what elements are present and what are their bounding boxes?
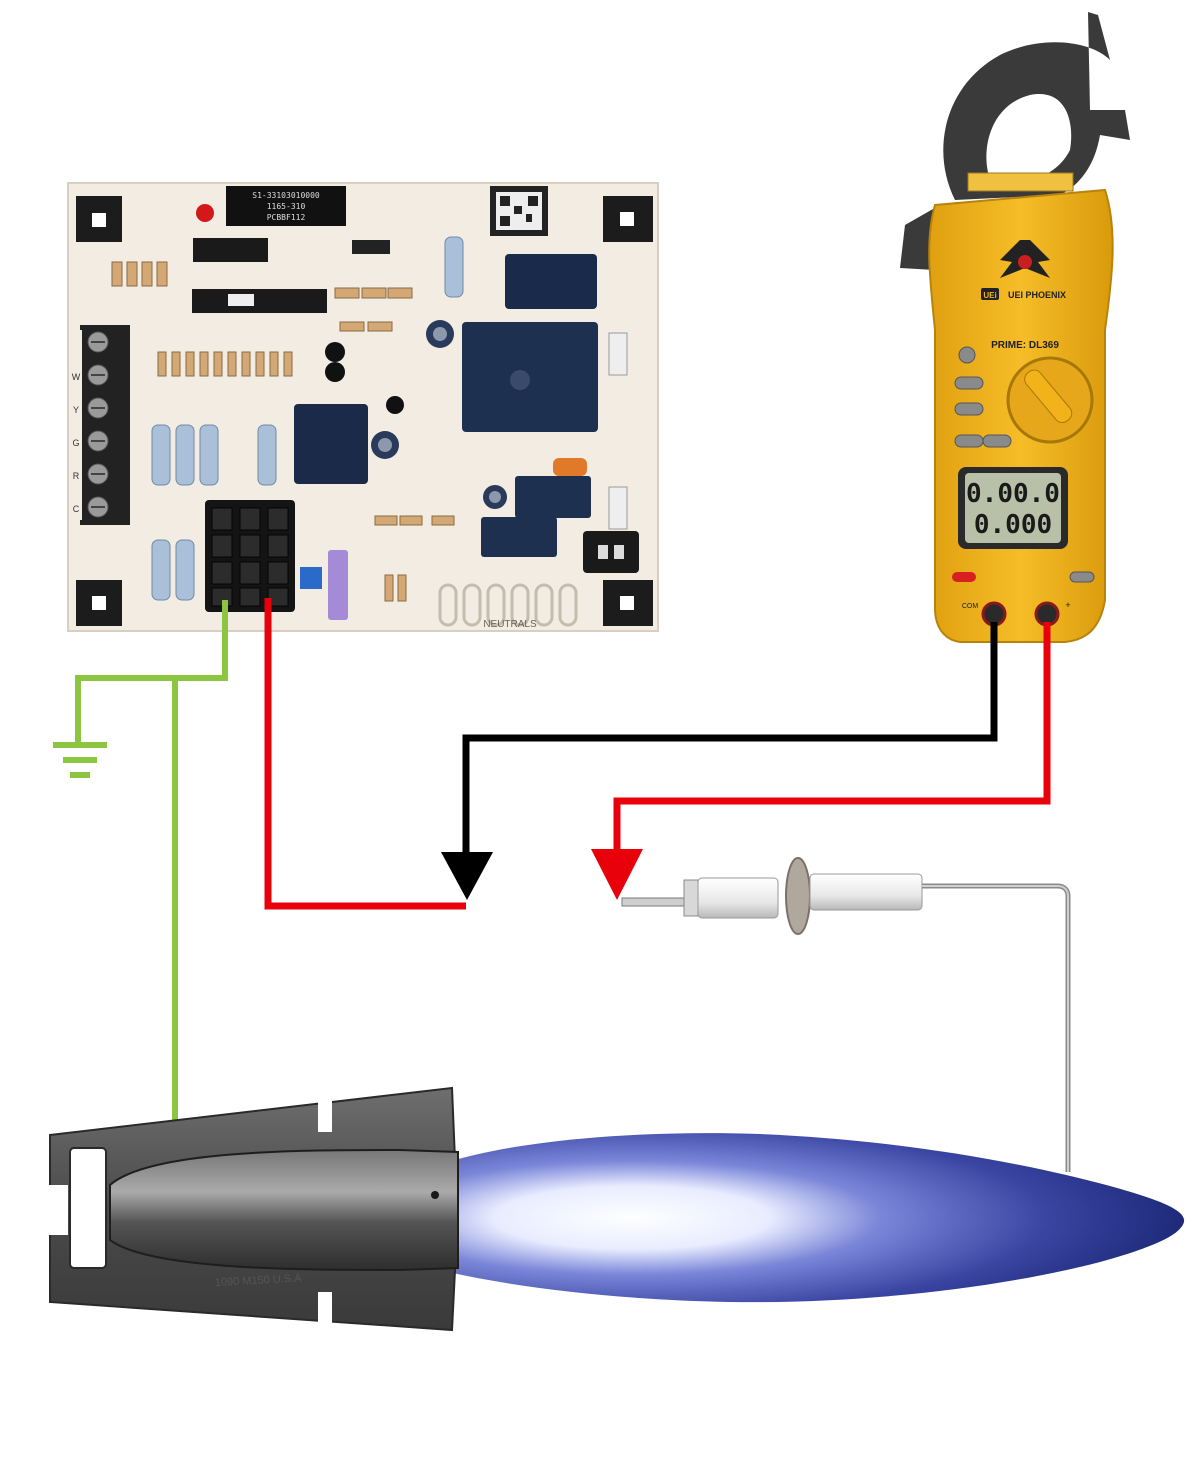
ground-icon [53,742,107,778]
ic-chip-2 [192,289,327,313]
relay-1 [505,254,597,309]
lcd-line2: 0.000 [974,510,1052,540]
control-board: S1-33103010000 1165-310 PCBBF112 [67,182,659,632]
arrow-down-icon [591,849,643,900]
lcd-line1: 0.00.0 [966,479,1060,509]
meter-jacks: COM + [962,600,1071,627]
thermostat-terminal-block: W Y G R C [70,325,130,525]
flame-sensor-icon [621,857,1071,1172]
meter-brand-sub: UEI PHOENIX [1008,290,1066,300]
relay-5 [481,517,557,557]
meter-rotary-dial [1006,356,1094,444]
burner-flame [448,1133,1185,1303]
resistor-array [111,261,455,602]
volt-jack [1034,601,1060,627]
burner-stamp: 1090 M150 U.S.A [215,1272,303,1289]
inshot-burner: 1090 M150 U.S.A [48,1086,459,1332]
terminal-letter-w: W [72,372,81,382]
qr-code [490,186,548,236]
meter-buttons [954,346,1095,583]
meter-model: PRIME: DL369 [991,340,1059,351]
clamp-meter: UEi UEI PHOENIX PRIME: DL369 0.00.0 0.00… [900,12,1130,643]
relay-2 [462,322,598,432]
com-label: COM [962,603,979,610]
red-wire-meter [613,622,1051,856]
meter-logo: UEi UEI PHOENIX [981,240,1066,300]
meter-red-button [952,572,976,582]
board-label-line1: S1-33103010000 [252,191,320,200]
terminal-letter-c: C [73,504,80,514]
fuse [328,550,348,620]
relay-3 [294,404,368,484]
black-wire-meter [462,622,998,860]
ic-chip-1 [193,238,268,262]
terminal-letter-r: R [73,471,80,481]
com-jack [981,601,1007,627]
status-led [196,204,214,222]
relay-4 [515,476,591,518]
main-harness-connector [205,500,295,612]
power-resistors [151,236,464,601]
meter-brand: UEi [983,291,996,300]
meter-lcd: 0.00.0 0.000 [958,467,1068,549]
power-connector [583,531,639,573]
board-label-line3: PCBBF112 [267,213,306,222]
board-label-line2: 1165-310 [267,202,306,211]
terminal-letter-y: Y [73,405,79,415]
meter-clamp-jaw [943,12,1130,200]
board-label: S1-33103010000 1165-310 PCBBF112 [226,186,346,226]
ground-wire [75,600,228,1130]
neutral-terminals [438,583,578,627]
red-wire-board [264,598,466,910]
terminal-letter-g: G [72,438,79,448]
arrow-down-icon [441,852,493,900]
plus-label: + [1065,600,1070,610]
neutrals-label: NEUTRALS [483,619,537,630]
